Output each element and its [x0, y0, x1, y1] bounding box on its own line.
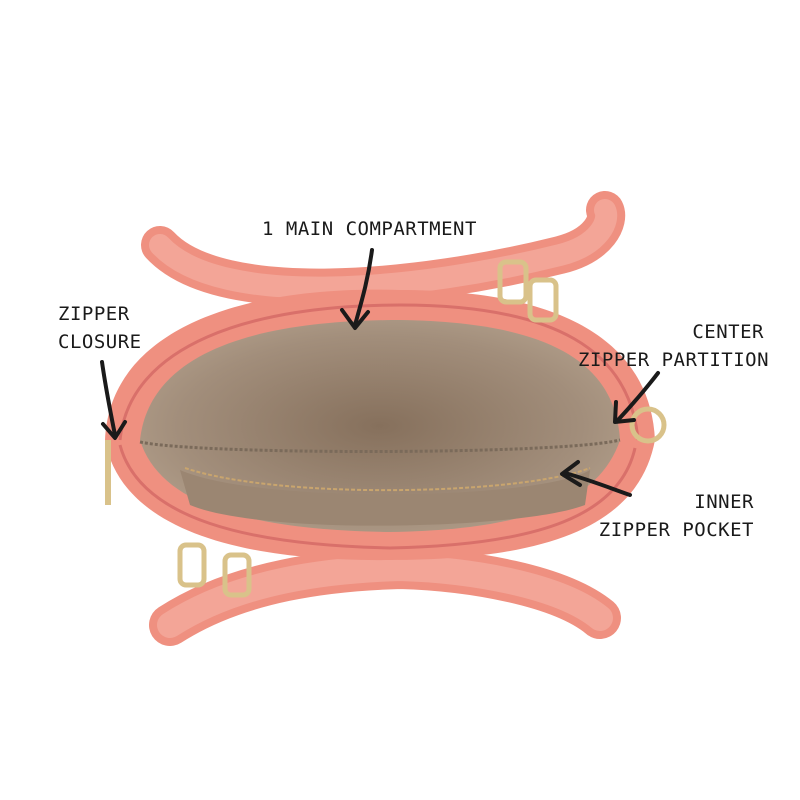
callout-main-line1: 1 MAIN COMPARTMENT: [262, 218, 477, 240]
callout-zipper-line2: CLOSURE: [58, 331, 142, 353]
arrow-main-compartment: [353, 248, 374, 327]
callout-main-compartment: 1 MAIN COMPARTMENT: [262, 215, 477, 243]
callout-inner-line1: INNER: [694, 491, 754, 513]
arrow-inner-pocket: [563, 471, 632, 497]
callout-center-partition: CENTER ZIPPER PARTITION: [578, 318, 770, 374]
callout-center-line1: CENTER: [692, 321, 764, 343]
callout-inner-line2: ZIPPER POCKET: [598, 519, 754, 541]
arrow-zipper-closure: [100, 360, 117, 437]
bag-body: [105, 289, 655, 561]
callout-inner-pocket: INNER ZIPPER POCKET: [598, 488, 754, 544]
hardware: [105, 259, 667, 598]
callout-arrows: [100, 248, 660, 497]
callout-zipper-closure: ZIPPER CLOSURE: [58, 300, 142, 356]
arrow-center-partition: [616, 371, 660, 422]
callout-center-line2: ZIPPER PARTITION: [578, 349, 770, 371]
callout-zipper-line1: ZIPPER: [58, 303, 130, 325]
